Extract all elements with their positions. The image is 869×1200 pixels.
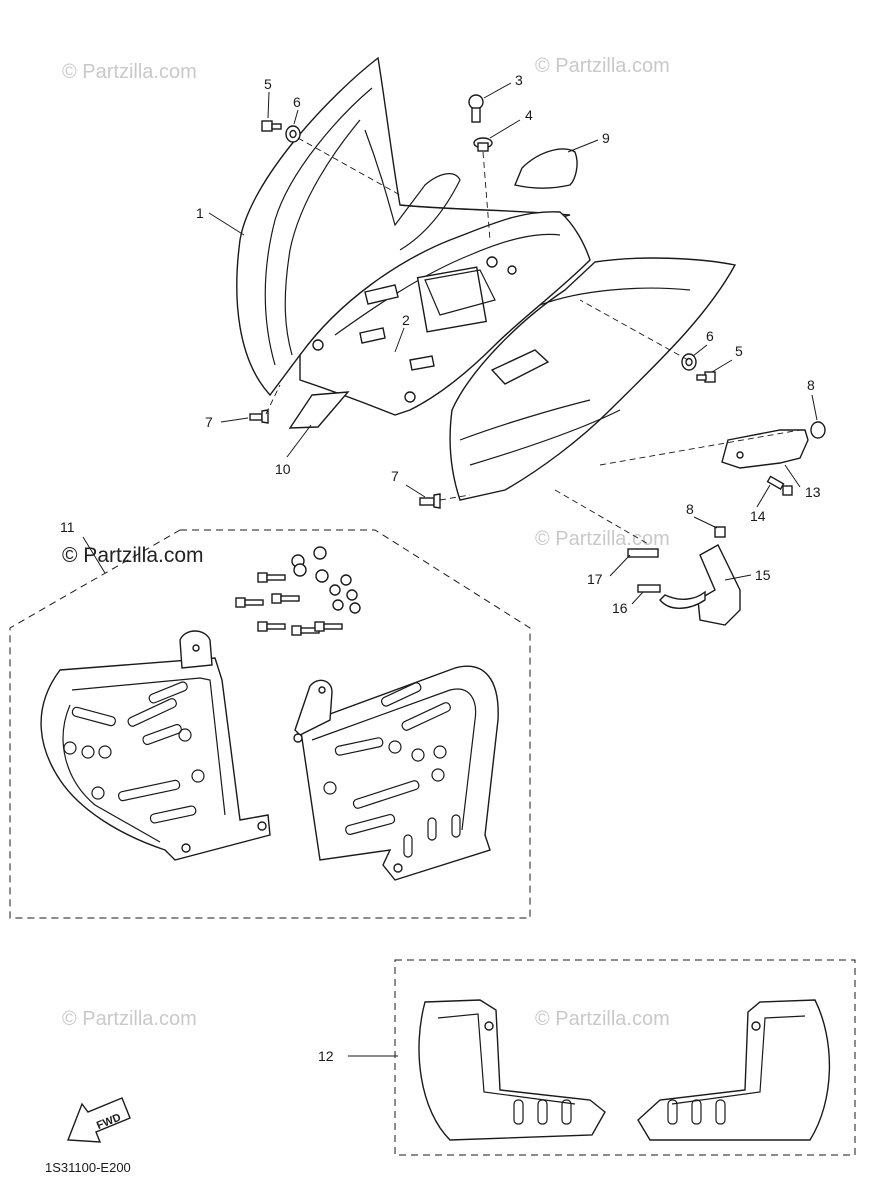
- fwd-arrow-icon: FWD: [67, 1097, 131, 1143]
- callout-2: 2: [402, 312, 410, 328]
- grommet-4: [473, 137, 493, 152]
- callout-4: 4: [525, 107, 533, 123]
- kit-12-outline: [394, 959, 856, 1156]
- callout-9: 9: [602, 130, 610, 146]
- callout-8: 8: [686, 501, 694, 517]
- callout-7: 7: [205, 414, 213, 430]
- hardware-kit: [235, 546, 361, 636]
- leader-lines: [82, 82, 818, 1057]
- mudguard-right: [637, 999, 831, 1141]
- callout-5: 5: [264, 76, 272, 92]
- callout-12: 12: [318, 1048, 334, 1064]
- callout-6: 6: [293, 94, 301, 110]
- watermark: © Partzilla.com: [535, 1008, 670, 1030]
- kit-11-outline: [9, 529, 531, 919]
- callout-14: 14: [750, 508, 766, 524]
- callouts: 1 2 3 4 5 5 6 6 7 7 8 8 9 10 11 12 13 14…: [60, 72, 821, 1064]
- callout-6: 6: [706, 328, 714, 344]
- bolt-5-left: [261, 120, 282, 132]
- watermark: © Partzilla.com: [535, 55, 670, 77]
- screw-7-right: [419, 493, 441, 509]
- bolt-17: [627, 548, 659, 558]
- footguard-right: [293, 665, 499, 881]
- callout-16: 16: [612, 600, 628, 616]
- mudguard-left: [418, 999, 606, 1141]
- rear-fender: [236, 56, 737, 501]
- label-9: [514, 148, 578, 189]
- watermark: © Partzilla.com: [62, 61, 197, 83]
- bolt-3: [468, 94, 484, 123]
- watermark: © Partzilla.com: [62, 1008, 197, 1030]
- callout-7: 7: [391, 468, 399, 484]
- plate-10: [288, 391, 350, 429]
- bolt-5-right: [696, 371, 716, 383]
- callout-10: 10: [275, 461, 291, 477]
- callout-11: 11: [60, 519, 75, 535]
- washer-6-left: [285, 125, 301, 143]
- bracket-15: [659, 544, 741, 626]
- bolt-16: [637, 584, 661, 593]
- callout-8: 8: [807, 377, 815, 393]
- callout-13: 13: [805, 484, 821, 500]
- diagram-code: 1S31100-E200: [45, 1160, 131, 1175]
- callout-15: 15: [755, 567, 771, 583]
- nut-8-right: [810, 421, 826, 439]
- callout-17: 17: [587, 571, 603, 587]
- assembly-lines: [265, 137, 801, 546]
- watermark-dark: © Partzilla.com: [62, 544, 204, 567]
- callout-3: 3: [515, 72, 523, 88]
- bolt-14: [766, 475, 793, 496]
- callout-1: 1: [196, 205, 204, 221]
- footguard-left: [40, 630, 271, 861]
- screw-7-left: [249, 409, 269, 424]
- callout-5: 5: [735, 343, 743, 359]
- nut-8-center: [714, 526, 726, 538]
- watermark: © Partzilla.com: [535, 528, 670, 550]
- bracket-13: [721, 429, 809, 469]
- washer-6-right: [681, 353, 697, 371]
